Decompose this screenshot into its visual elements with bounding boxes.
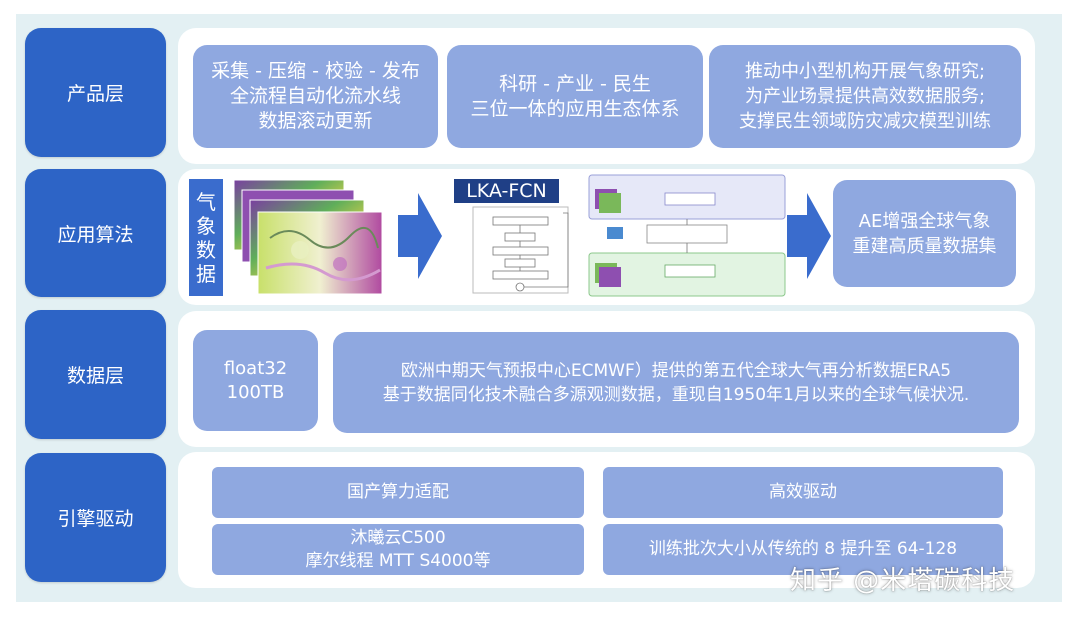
engine-compute-header-text: 国产算力适配 bbox=[347, 482, 449, 502]
product-box-line: 采集 - 压缩 - 校验 - 发布 bbox=[211, 60, 420, 82]
product-box-impact: 推动中小型机构开展气象研究; 为产业场景提供高效数据服务; 支撑民生领域防灾减灾… bbox=[709, 45, 1021, 148]
product-box-line: 支撑民生领域防灾减灾模型训练 bbox=[739, 111, 991, 132]
weather-tag-char: 数 bbox=[196, 237, 216, 262]
row-label-text: 引擎驱动 bbox=[57, 508, 134, 530]
engine-efficiency-detail-text: 训练批次大小从传统的 8 提升至 64-128 bbox=[648, 539, 958, 559]
engine-compute-header: 国产算力适配 bbox=[212, 467, 584, 518]
lka-fcn-title: LKA-FCN bbox=[454, 179, 559, 203]
weather-tag-char: 气 bbox=[196, 189, 216, 214]
product-box-line: 全流程自动化流水线 bbox=[229, 85, 401, 107]
ae-result-line: AE增强全球气象 bbox=[858, 210, 991, 232]
data-description-line: 欧洲中期天气预报中心ECMWF）提供的第五代全球大气再分析数据ERA5 bbox=[400, 360, 952, 381]
data-format-line: float32 bbox=[223, 357, 288, 379]
row-label-text: 产品层 bbox=[66, 83, 124, 105]
autoencoder-diagram bbox=[587, 173, 787, 298]
weather-tag-char: 象 bbox=[196, 213, 216, 238]
data-format-box: float32 100TB bbox=[193, 330, 318, 431]
product-box-line: 三位一体的应用生态体系 bbox=[470, 97, 680, 120]
engine-efficiency-header: 高效驱动 bbox=[603, 467, 1003, 518]
product-box-line: 科研 - 产业 - 民生 bbox=[499, 72, 651, 95]
watermark: 知乎 @米塔碳科技 bbox=[790, 566, 1016, 596]
row-label-product: 产品层 bbox=[25, 28, 166, 157]
engine-efficiency-header-text: 高效驱动 bbox=[769, 482, 837, 502]
row-label-text: 应用算法 bbox=[57, 223, 134, 246]
data-format-line: 100TB bbox=[226, 381, 285, 403]
lka-fcn-title-text: LKA-FCN bbox=[466, 180, 547, 202]
engine-compute-detail-line: 摩尔线程 MTT S4000等 bbox=[305, 550, 491, 571]
row-label-data: 数据层 bbox=[25, 310, 166, 439]
engine-efficiency-detail: 训练批次大小从传统的 8 提升至 64-128 bbox=[603, 524, 1003, 575]
engine-compute-detail-line: 沐曦云C500 bbox=[350, 527, 446, 548]
product-box-line: 推动中小型机构开展气象研究; bbox=[744, 61, 986, 82]
flow-arrow-icon bbox=[787, 193, 831, 279]
engine-compute-detail: 沐曦云C500 摩尔线程 MTT S4000等 bbox=[212, 524, 584, 575]
flow-arrow-icon bbox=[398, 193, 442, 279]
weather-tag-char: 据 bbox=[196, 261, 216, 286]
product-box-pipeline: 采集 - 压缩 - 校验 - 发布 全流程自动化流水线 数据滚动更新 bbox=[193, 45, 438, 148]
data-description-box: 欧洲中期天气预报中心ECMWF）提供的第五代全球大气再分析数据ERA5 基于数据… bbox=[333, 332, 1019, 433]
lka-fcn-network-diagram bbox=[463, 205, 578, 298]
weather-data-tag: 气 象 数 据 bbox=[189, 179, 223, 296]
row-label-algorithm: 应用算法 bbox=[25, 169, 166, 297]
weather-map-stack-image bbox=[233, 179, 383, 295]
row-label-engine: 引擎驱动 bbox=[25, 453, 166, 582]
data-description-line: 基于数据同化技术融合多源观测数据，重现自1950年1月以来的全球气候状况. bbox=[382, 384, 970, 405]
ae-result-box: AE增强全球气象 重建高质量数据集 bbox=[833, 180, 1016, 287]
product-box-ecosystem: 科研 - 产业 - 民生 三位一体的应用生态体系 bbox=[447, 45, 703, 148]
product-box-line: 为产业场景提供高效数据服务; bbox=[744, 86, 986, 107]
product-box-line: 数据滚动更新 bbox=[258, 110, 373, 132]
row-label-text: 数据层 bbox=[66, 365, 124, 387]
ae-result-line: 重建高质量数据集 bbox=[852, 235, 997, 257]
